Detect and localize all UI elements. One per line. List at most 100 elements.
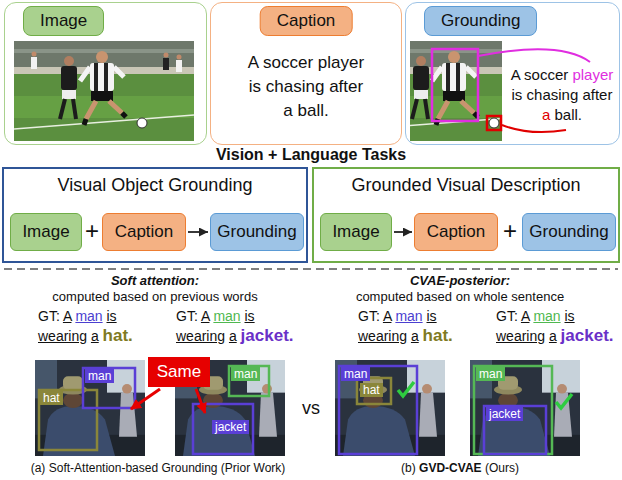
man-photo bbox=[470, 360, 580, 456]
jacket-box bbox=[484, 406, 546, 454]
word: wearing bbox=[358, 328, 407, 344]
word: Grounding bbox=[529, 222, 608, 241]
word: previous bbox=[170, 289, 219, 304]
same-pointer bbox=[131, 389, 160, 409]
word: Language bbox=[282, 146, 358, 163]
box-label: Grounding bbox=[529, 222, 608, 242]
method-heading: Soft attention: bbox=[111, 273, 199, 288]
bottom-photos bbox=[35, 360, 580, 456]
task-title: Visual Object Grounding bbox=[58, 175, 253, 196]
text-line: jacket bbox=[215, 420, 246, 434]
word: a bbox=[542, 106, 550, 123]
man-box bbox=[339, 366, 417, 454]
task-box: Visual Object GroundingImageCaptionGroun… bbox=[2, 167, 308, 263]
word: man bbox=[479, 367, 502, 381]
text-line: a ball. bbox=[511, 105, 614, 125]
caption-box: Caption bbox=[102, 213, 186, 251]
word: is bbox=[565, 308, 575, 324]
text-line: man bbox=[479, 367, 502, 381]
grounding-box: Grounding bbox=[522, 213, 616, 251]
method-note: computed based on whole sentence bbox=[356, 289, 564, 304]
soccer-photo-crop bbox=[366, 41, 546, 141]
word: CVAE-posterior: bbox=[410, 273, 510, 288]
word: is bbox=[427, 308, 437, 324]
box-tag: jacket bbox=[486, 407, 523, 421]
text-line: Grounded Visual Description bbox=[352, 175, 581, 195]
word: hat bbox=[43, 391, 60, 405]
image-box: Image bbox=[320, 213, 392, 251]
word: Same bbox=[157, 362, 201, 381]
subfigure-caption: (b) GVD-CVAE (Ours) bbox=[401, 461, 519, 475]
word: (a) bbox=[31, 461, 46, 475]
text-line: is chasing after bbox=[511, 85, 614, 105]
word: a bbox=[91, 328, 99, 344]
subfigure-caption: (a) Soft-Attention-based Grounding (Prio… bbox=[31, 461, 286, 475]
word: (Ours) bbox=[485, 461, 519, 475]
text-line: computed based on whole sentence bbox=[356, 289, 564, 304]
word: wearing bbox=[496, 328, 545, 344]
word: Visual bbox=[437, 175, 486, 195]
caption-box: Caption bbox=[414, 213, 498, 251]
box-label: Grounding bbox=[217, 222, 296, 242]
panel-tag: Caption bbox=[260, 6, 353, 36]
dashed-separator bbox=[4, 268, 618, 270]
grounding-panel: GroundingA soccer player is chasing afte… bbox=[405, 2, 620, 145]
box-tag: jacket bbox=[212, 420, 249, 434]
ball-leader bbox=[502, 125, 566, 132]
man-photo bbox=[35, 360, 145, 456]
word: Caption bbox=[277, 11, 336, 30]
hat-box bbox=[39, 390, 97, 450]
text-line: Caption bbox=[277, 11, 336, 30]
text-line: is chasing after bbox=[248, 75, 364, 99]
word: after bbox=[582, 86, 612, 103]
box-label: Caption bbox=[115, 222, 174, 242]
word: soccer bbox=[524, 66, 568, 83]
check-mark bbox=[398, 382, 414, 396]
word: chasing bbox=[527, 86, 579, 103]
word: a bbox=[283, 101, 292, 120]
player-box bbox=[432, 49, 478, 121]
man-box bbox=[229, 366, 269, 396]
text-line: vs bbox=[302, 398, 320, 418]
word: player bbox=[572, 66, 613, 83]
text-line: Caption bbox=[115, 222, 174, 241]
player-leader bbox=[478, 49, 590, 62]
badge-text: Same bbox=[157, 362, 201, 382]
grounding-box: Grounding bbox=[210, 213, 304, 251]
text-line: Soft attention: bbox=[111, 273, 199, 288]
text-line: GT: A man is bbox=[358, 306, 453, 326]
word: man bbox=[533, 308, 560, 324]
word: Object bbox=[111, 175, 163, 195]
word: GT: bbox=[358, 308, 380, 324]
word: Tasks bbox=[362, 146, 406, 163]
text-line: wearing a hat. bbox=[38, 326, 133, 346]
plus-sign: + bbox=[503, 217, 517, 245]
word: Description bbox=[490, 175, 580, 195]
word: (Prior bbox=[221, 461, 250, 475]
word: man bbox=[75, 308, 102, 324]
box-tag: hat bbox=[40, 391, 63, 405]
word: based bbox=[417, 289, 452, 304]
text-line: (b) GVD-CVAE (Ours) bbox=[401, 461, 519, 475]
text-line: CVAE-posterior: bbox=[410, 273, 510, 288]
word: computed bbox=[52, 289, 109, 304]
word: Visual bbox=[58, 175, 107, 195]
word: Caption bbox=[427, 222, 486, 241]
text-line: + bbox=[85, 217, 99, 244]
text-line: A soccer player bbox=[248, 51, 364, 75]
plus-sign: + bbox=[85, 217, 99, 245]
text-line: (a) Soft-Attention-based Grounding (Prio… bbox=[31, 461, 286, 475]
text-line: a ball. bbox=[248, 99, 364, 123]
word: Caption bbox=[115, 222, 174, 241]
word: is bbox=[512, 86, 523, 103]
text-line: GT: A man is bbox=[496, 306, 614, 326]
text-line: + bbox=[503, 217, 517, 244]
man-box bbox=[83, 368, 135, 408]
man-box bbox=[474, 366, 552, 454]
hat-box bbox=[357, 378, 391, 404]
arrow-connector bbox=[188, 231, 208, 233]
gt-caption: GT: A man is wearing a hat. bbox=[38, 306, 133, 346]
word: attention: bbox=[140, 273, 199, 288]
word: Soft bbox=[111, 273, 136, 288]
word: man bbox=[395, 308, 422, 324]
